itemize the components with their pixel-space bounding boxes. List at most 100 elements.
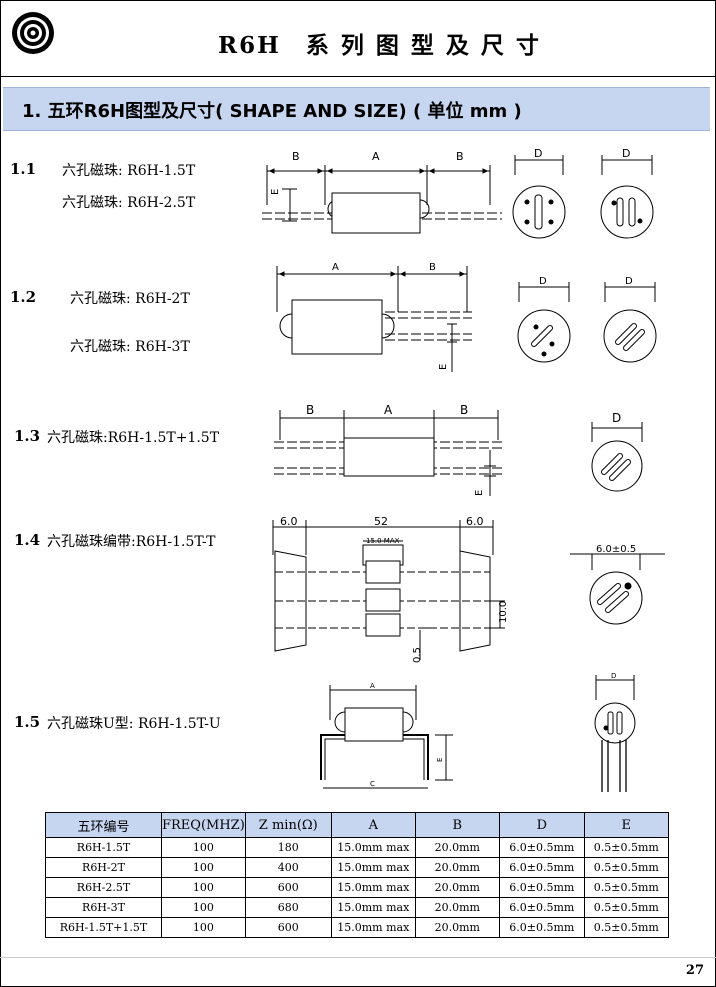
table-cell: 400 [244, 857, 332, 878]
svg-text:E: E [474, 490, 485, 496]
table-cell: 0.5±0.5mm [583, 877, 669, 898]
table-cell: 100 [161, 917, 246, 938]
table-cell: 6.0±0.5mm [498, 877, 585, 898]
table-cell: R6H-2.5T [45, 877, 162, 898]
page-number: 27 [685, 963, 704, 978]
company-logo [12, 12, 54, 54]
table-cell: 20.0mm [414, 897, 500, 918]
table-cell: 100 [161, 857, 246, 878]
dim-label-a: A [372, 150, 380, 163]
svg-text:D: D [611, 672, 616, 680]
bead-endview-1-4: 6.0±0.5 [570, 544, 665, 625]
bead-drawing-1-1: B A B E [262, 150, 502, 234]
item-label: 六孔磁珠: R6H-1.5T [62, 163, 196, 179]
table-cell: 15.0mm max [330, 917, 416, 938]
table-cell: 6.0±0.5mm [498, 897, 585, 918]
table-cell: 15.0mm max [330, 837, 416, 858]
item-number: 1.4 [14, 531, 41, 549]
table-cell: R6H-3T [45, 897, 162, 918]
table-cell: R6H-1.5T+1.5T [45, 917, 162, 938]
svg-text:E: E [436, 758, 444, 762]
svg-text:A: A [370, 682, 375, 690]
svg-text:D: D [612, 411, 621, 425]
svg-text:D: D [539, 276, 547, 287]
svg-text:B: B [460, 403, 468, 417]
table-cell: R6H-1.5T [45, 837, 162, 858]
item-number: 1.1 [10, 160, 37, 178]
tape-drawing-1-4: 6.0 52 6.0 15.0 MAX 10.0 0.5 [272, 515, 509, 663]
table-cell: R6H-2T [45, 857, 162, 878]
svg-text:A: A [384, 403, 393, 417]
table-header-cell: Z min(Ω) [244, 812, 332, 838]
svg-text:A: A [332, 262, 339, 273]
table-cell: 0.5±0.5mm [583, 837, 669, 858]
table-header-cell: A [330, 812, 416, 838]
item-label: 六孔磁珠U型: R6H-1.5T-U [47, 716, 221, 732]
svg-text:52: 52 [374, 515, 388, 528]
table-cell: 20.0mm [414, 837, 500, 858]
table-cell: 0.5±0.5mm [583, 857, 669, 878]
document-title: R6H 系 列 图 型 及 尺 寸 [218, 32, 541, 59]
dim-label-b: B [292, 150, 300, 163]
u-type-drawing-1-5: A C E [320, 682, 453, 789]
item-label: 六孔磁珠: R6H-3T [70, 339, 190, 355]
section-title: 1. 五环R6H图型及尺寸( SHAPE AND SIZE) ( 单位 mm ) [22, 101, 522, 122]
table-cell: 20.0mm [414, 877, 500, 898]
bead-drawing-1-2: A B E [276, 262, 472, 372]
table-cell: 100 [161, 837, 246, 858]
svg-text:6.0±0.5: 6.0±0.5 [596, 544, 636, 555]
table-header-cell: FREQ(MHZ) [161, 812, 246, 838]
svg-text:E: E [438, 364, 449, 370]
item-label: 六孔磁珠编带:R6H-1.5T-T [47, 534, 216, 550]
svg-text:B: B [429, 262, 436, 273]
table-cell: 15.0mm max [330, 897, 416, 918]
table-header-row: 五环编号 FREQ(MHZ) Z min(Ω) A B D E [45, 812, 669, 838]
dim-label-b: B [456, 150, 464, 163]
spec-table: 五环编号 FREQ(MHZ) Z min(Ω) A B D E R6H-1.5T… [45, 812, 669, 938]
table-cell: 600 [244, 877, 332, 898]
item-number: 1.5 [14, 713, 41, 731]
table-cell: 6.0±0.5mm [498, 917, 585, 938]
bead-endview-1-3: D [591, 411, 643, 492]
svg-text:0.5: 0.5 [412, 647, 423, 663]
svg-text:C: C [370, 780, 375, 788]
item-label: 六孔磁珠: R6H-2T [70, 291, 190, 307]
svg-text:15.0 MAX: 15.0 MAX [366, 537, 400, 545]
header-divider [0, 76, 716, 77]
table-header-cell: B [414, 812, 500, 838]
bead-endview-1-1: D D [512, 147, 654, 239]
svg-text:D: D [625, 276, 633, 287]
table-cell: 100 [161, 877, 246, 898]
table-cell: 100 [161, 897, 246, 918]
svg-text:B: B [306, 403, 314, 417]
footer-divider [0, 957, 716, 958]
bead-drawing-1-3: B A B E [274, 403, 504, 496]
table-header-cell: E [583, 812, 669, 838]
section-bar [3, 87, 710, 131]
item-label: 六孔磁珠:R6H-1.5T+1.5T [47, 430, 220, 446]
u-type-endview-1-5: D [594, 672, 636, 792]
table-cell: 15.0mm max [330, 857, 416, 878]
bead-endview-1-2: D D [517, 276, 657, 363]
svg-text:6.0: 6.0 [466, 515, 484, 528]
table-cell: 680 [244, 897, 332, 918]
svg-text:D: D [534, 147, 542, 160]
dim-label-e: E [270, 189, 281, 195]
table-cell: 6.0±0.5mm [498, 837, 585, 858]
table-cell: 600 [244, 917, 332, 938]
table-cell: 15.0mm max [330, 877, 416, 898]
table-cell: 0.5±0.5mm [583, 897, 669, 918]
table-cell: 6.0±0.5mm [498, 857, 585, 878]
table-header-cell: 五环编号 [45, 812, 162, 838]
item-number: 1.2 [10, 288, 37, 306]
table-cell: 0.5±0.5mm [583, 917, 669, 938]
table-cell: 20.0mm [414, 857, 500, 878]
svg-text:10.0: 10.0 [498, 601, 509, 623]
item-number: 1.3 [14, 427, 41, 445]
svg-text:D: D [622, 147, 630, 160]
